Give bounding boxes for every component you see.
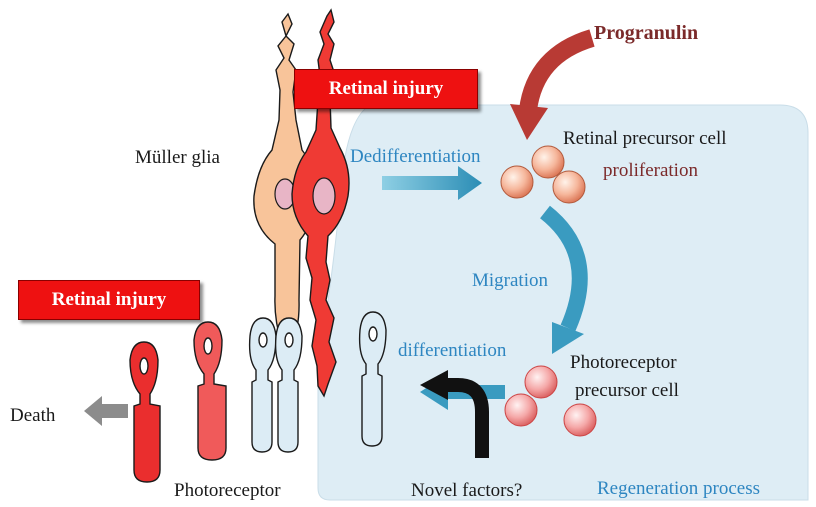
differentiation-label: differentiation [398,340,506,362]
photoreceptor-precursor-label-line2: precursor cell [575,380,679,402]
photoreceptor-red-2 [194,322,226,460]
migration-label: Migration [472,270,548,292]
novel-factors-label: Novel factors? [411,480,522,502]
photoreceptor-blue-1 [250,318,276,452]
retinal-injury-badge-top: Retinal injury [294,69,478,109]
retinal-precursor-cell-3 [553,171,585,203]
photoreceptor-blue-3 [360,312,386,446]
dedifferentiation-label: Dedifferentiation [350,146,481,168]
progranulin-arrow [528,38,592,110]
retinal-injury-badge-left: Retinal injury [18,280,200,320]
retinal-precursor-cell-1 [532,146,564,178]
muller-glia-label: Müller glia [135,147,220,169]
photoreceptor-precursor-cell-3 [564,404,596,436]
photoreceptor-precursor-cell-2 [505,394,537,426]
photoreceptor-red-1 [130,342,160,482]
proliferation-label: proliferation [603,160,698,182]
death-label: Death [10,405,55,427]
progranulin-label: Progranulin [594,22,698,45]
photoreceptor-blue-2 [276,318,302,452]
photoreceptor-label: Photoreceptor [174,480,281,502]
retinal-precursor-cell-2 [501,166,533,198]
photoreceptor-precursor-cell-1 [525,366,557,398]
death-arrow [84,396,128,426]
retinal-precursor-cell-label: Retinal precursor cell [563,128,727,150]
photoreceptor-precursor-label-line1: Photoreceptor [570,352,677,374]
regeneration-process-label: Regeneration process [597,478,760,500]
